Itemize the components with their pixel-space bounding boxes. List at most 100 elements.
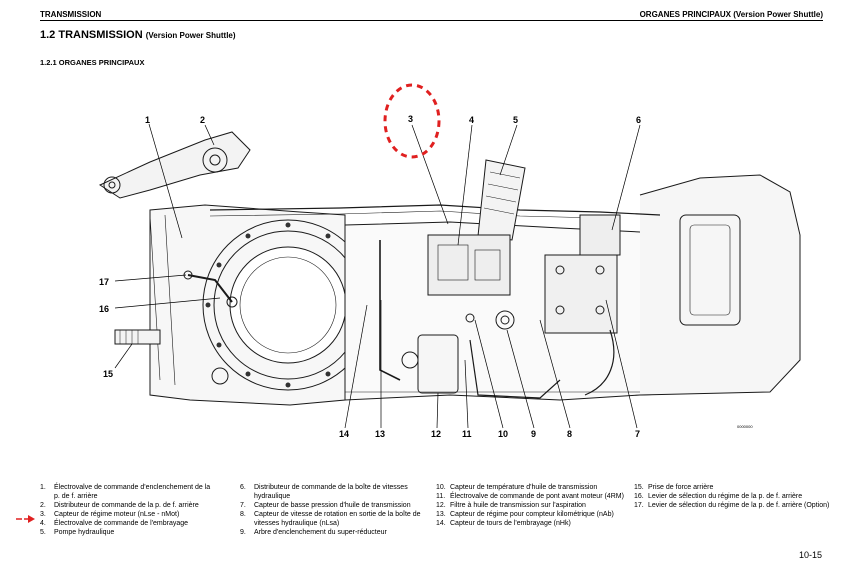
callout-9: 9: [531, 429, 536, 439]
callout-1: 1: [145, 115, 150, 125]
legend-item: 3. Capteur de régime moteur (nLse - nMot…: [40, 510, 230, 519]
callout-10: 10: [498, 429, 508, 439]
legend-text-line: Arbre d'enclenchement du super-réducteur: [254, 529, 387, 536]
legend-number: 10.: [436, 484, 446, 491]
legend-text-line: Distributeur de commande de la boîte de …: [254, 484, 408, 491]
legend-text-line: Distributeur de commande de la p. de f. …: [54, 502, 199, 509]
legend-text-line: Pompe hydraulique: [54, 529, 115, 536]
legend-text-line: Prise de force arrière: [648, 484, 714, 491]
legend-item: 1. Électrovalve de commande d'enclenchem…: [40, 483, 230, 501]
pto-selection-lever: [187, 274, 233, 303]
legend-item: 15. Prise de force arrière: [634, 483, 834, 492]
hydraulic-pump-tower: [477, 159, 526, 241]
figure-reference-code: 0000000: [737, 424, 753, 429]
callout-14: 14: [339, 429, 349, 439]
legend-number: 4.: [40, 520, 46, 527]
highlight-arrow-icon: [16, 515, 35, 523]
legend-item: 2. Distributeur de commande de la p. de …: [40, 501, 230, 510]
legend-item: 13. Capteur de régime pour compteur kilo…: [436, 510, 626, 519]
legend-number: 11.: [436, 493, 446, 500]
legend-item: 12. Filtre à huile de transmission sur l…: [436, 501, 626, 510]
callout-2: 2: [200, 115, 205, 125]
callout-13: 13: [375, 429, 385, 439]
legend-number: 14.: [436, 520, 446, 527]
legend-number: 2.: [40, 502, 46, 509]
legend-column-2: 6. Distributeur de commande de la boîte …: [240, 483, 430, 537]
callout-11: 11: [462, 429, 472, 439]
transmission-oil-filter: [417, 334, 459, 394]
lift-arm-pivot-inner: [108, 181, 116, 189]
clutch-valve-block: [427, 234, 511, 296]
legend-text-line: Levier de sélection du régime de la p. d…: [648, 493, 803, 500]
legend-number: 12.: [436, 502, 446, 509]
header-divider: [40, 20, 823, 21]
legend-number: 6.: [240, 484, 246, 491]
legend-item: 10. Capteur de température d'huile de tr…: [436, 483, 626, 492]
legend-item: 7. Capteur de basse pression d'huile de …: [240, 501, 430, 510]
legend-item: 11. Électrovalve de commande de pont ava…: [436, 492, 626, 501]
leader-lines: [114, 123, 641, 429]
legend-number: 8.: [240, 511, 246, 518]
top-pipe: [209, 204, 661, 216]
lift-arm-pivot: [103, 176, 121, 194]
legend-item: 8. Capteur de vitesse de rotation en sor…: [240, 510, 430, 528]
legend-text-line: Capteur de vitesse de rotation en sortie…: [254, 511, 421, 518]
callout-4: 4: [469, 115, 474, 125]
legend-text-line: Électrovalve de commande de l'embrayage: [54, 520, 189, 527]
legend-column-1: 1. Électrovalve de commande d'enclenchem…: [40, 483, 230, 537]
callout-5: 5: [513, 115, 518, 125]
legend-text-line: p. de f. arrière: [54, 493, 98, 500]
pump-gear: [202, 147, 228, 173]
legend-item: 16. Levier de sélection du régime de la …: [634, 492, 834, 501]
subsection-title: 1.2.1 ORGANES PRINCIPAUX: [40, 58, 145, 67]
header-section-label: TRANSMISSION: [40, 10, 102, 19]
legend-text-line: Capteur de température d'huile de transm…: [450, 484, 598, 491]
legend-text-line: Levier de sélection du régime de la p. d…: [648, 502, 830, 509]
legend-number: 16.: [634, 493, 644, 500]
legend-text-line: Capteur de basse pression d'huile de tra…: [254, 502, 411, 509]
callout-17: 17: [99, 277, 109, 287]
callout-3: 3: [408, 114, 413, 124]
legend-text-line: Électrovalve de commande de pont avant m…: [450, 493, 624, 500]
callout-12: 12: [431, 429, 441, 439]
page-number: 10-15: [798, 550, 822, 560]
header-chapter-label: ORGANES PRINCIPAUX (Version Power Shuttl…: [639, 10, 823, 19]
temperature-sensor: [465, 313, 475, 323]
legend-number: 5.: [40, 529, 46, 536]
legend-item: 6. Distributeur de commande de la boîte …: [240, 483, 430, 501]
legend-column-4: 15. Prise de force arrière 16. Levier de…: [634, 483, 834, 510]
creeper-shaft: [495, 310, 515, 330]
legend-text-line: Filtre à huile de transmission sur l'asp…: [450, 502, 586, 509]
pto-shaft: [114, 329, 161, 345]
callout-16: 16: [99, 304, 109, 314]
legend-number: 1.: [40, 484, 46, 491]
legend-item: 17. Levier de sélection du régime de la …: [634, 501, 834, 510]
legend-text-line: Capteur de régime moteur (nLse - nMot): [54, 511, 180, 518]
callout-labels: 1 2 3 4 5 6 7 8 9 10 11 12 13 14 15 16 1…: [99, 114, 641, 439]
highlight-circle: [383, 83, 441, 159]
section-title-suffix: (Version Power Shuttle): [145, 31, 236, 40]
bottom-pipe: [469, 339, 561, 399]
front-cover-plate: [679, 214, 741, 326]
legend-number: 15.: [634, 484, 644, 491]
suction-pipe: [379, 240, 401, 381]
gearbox-distributor: [579, 214, 621, 256]
legend-number: 13.: [436, 511, 446, 518]
legend-text-line: Capteur de régime pour compteur kilométr…: [450, 511, 614, 518]
distributor-manifold: [544, 254, 618, 334]
legend-text-line: vitesses hydraulique (nLsa): [254, 520, 340, 527]
callout-15: 15: [103, 369, 113, 379]
legend-text-line: hydraulique: [254, 493, 291, 500]
legend-number: 17.: [634, 502, 644, 509]
legend-text-line: Électrovalve de commande d'enclenchement…: [54, 484, 211, 491]
pump-gear-inner: [209, 154, 221, 166]
legend-number: 3.: [40, 511, 46, 518]
legend-column-3: 10. Capteur de température d'huile de tr…: [436, 483, 626, 528]
legend-number: 9.: [240, 529, 246, 536]
filter-cap: [401, 351, 419, 369]
callout-6: 6: [636, 115, 641, 125]
callout-7: 7: [635, 429, 640, 439]
front-housing: [639, 174, 801, 396]
section-title: 1.2 TRANSMISSION (Version Power Shuttle): [40, 29, 236, 41]
